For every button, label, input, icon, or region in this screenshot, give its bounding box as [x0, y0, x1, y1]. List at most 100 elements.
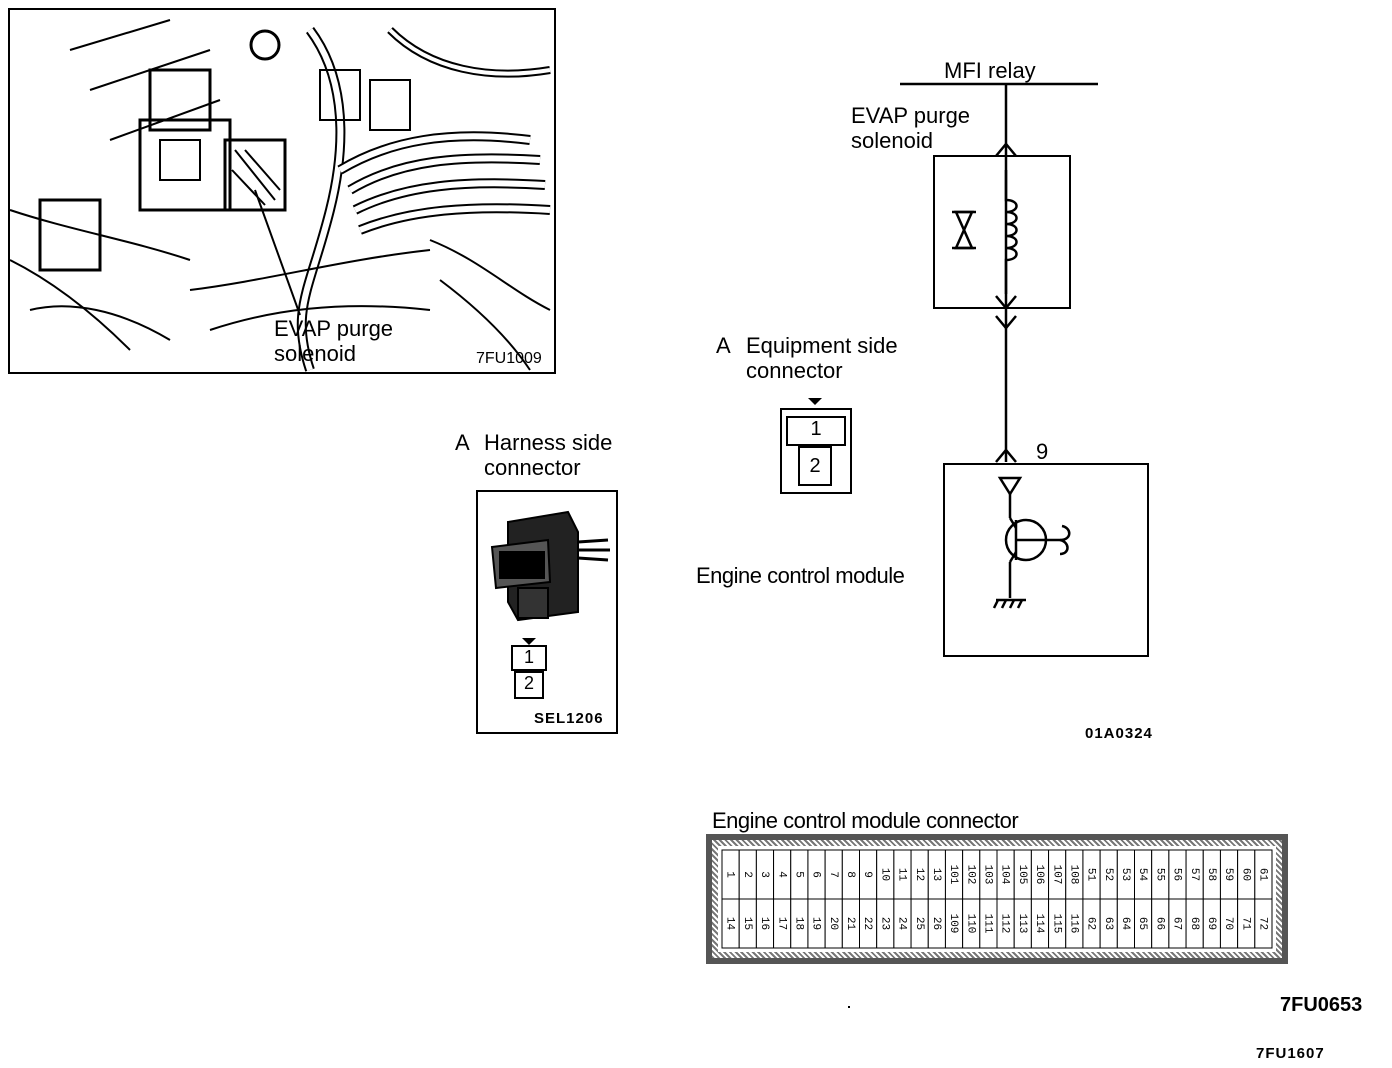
- ground-icon: [992, 598, 1026, 609]
- ecm-pin-label: 70: [1222, 917, 1234, 930]
- ecm-pin-label: 63: [1102, 917, 1114, 930]
- ecm-pin-label: 55: [1153, 868, 1165, 881]
- circuit-schematic: [900, 82, 1149, 657]
- ecm-pin-label: 108: [1067, 865, 1079, 885]
- valve-icon: [952, 210, 976, 250]
- ecm-pin-label: 4: [775, 871, 787, 878]
- equipment-pin-2: 2: [798, 446, 832, 486]
- ecm-pin-label: 110: [964, 914, 976, 934]
- ecm-pin-label: 52: [1102, 868, 1114, 881]
- solenoid-top-chevron: [995, 142, 1017, 157]
- ecm-pin-label: 21: [844, 917, 856, 931]
- ecm-pin-label: 2: [741, 871, 753, 878]
- solenoid-bottom-chevron: [995, 295, 1017, 310]
- ecm-pin-label: 8: [844, 871, 856, 878]
- ecm-internal-arrow: [997, 476, 1023, 497]
- ecm-input-chevron: [995, 448, 1017, 463]
- ecm-pin-label: 67: [1171, 917, 1183, 930]
- ecm-pin-label: 7: [827, 871, 839, 878]
- footer-code-2: 7FU1607: [1256, 1045, 1325, 1062]
- photo-label-line1: EVAP purge: [274, 316, 394, 341]
- ecm-pin-label: 69: [1205, 917, 1217, 930]
- ecm-pin-label: 56: [1171, 868, 1183, 881]
- ecm-pin-label: 5: [792, 871, 804, 878]
- harness-pin-1: 1: [511, 645, 547, 671]
- ecm-pin-label: 116: [1067, 914, 1079, 934]
- equipment-key-marker: [808, 398, 822, 405]
- ecm-pin-label: 19: [810, 917, 822, 930]
- photo-code: 7FU1009: [476, 350, 542, 367]
- ecm-pin-label: 71: [1239, 917, 1251, 931]
- harness-pin-2: 2: [514, 671, 544, 699]
- equipment-title-line1: Equipment side: [746, 333, 898, 358]
- ecm-pin-label: 15: [741, 917, 753, 930]
- ecm-connector-title: Engine control module connector: [712, 808, 1019, 833]
- ecm-pin-label: 18: [792, 917, 804, 930]
- ecm-pin-label: 13: [930, 868, 942, 881]
- ecm-pin-label: 102: [964, 865, 976, 885]
- ecm-pin-label: 72: [1257, 917, 1269, 930]
- ecm-pin-label: 54: [1136, 868, 1148, 882]
- ecm-pin-label: 26: [930, 917, 942, 930]
- ecm-pin-label: 22: [861, 917, 873, 930]
- ecm-pin-label: 17: [775, 917, 787, 930]
- ecm-pin-label: 53: [1119, 868, 1131, 881]
- harness-code: SEL1206: [534, 710, 604, 727]
- harness-title-letter: A: [455, 430, 470, 455]
- ecm-pin-label: 66: [1153, 917, 1165, 930]
- ecm-pin-label: 109: [947, 914, 959, 934]
- harness-title-line1: Harness side: [484, 430, 613, 455]
- ecm-pin-label: 11: [896, 868, 908, 882]
- ecm-pin-label: 16: [758, 917, 770, 930]
- ecm-pin-label: 24: [896, 917, 908, 931]
- ecm-pin-label: 23: [878, 917, 890, 930]
- harness-connector-illustration: [490, 510, 610, 622]
- ecm-pin-label: 104: [999, 865, 1011, 885]
- ecm-pin-label: 6: [810, 871, 822, 878]
- ecm-pin-label: 60: [1239, 868, 1251, 881]
- ecm-pin-label: 105: [1016, 865, 1028, 885]
- stray-dot: [848, 1006, 850, 1008]
- photo-label-line2: solenoid: [274, 341, 356, 366]
- ecm-pin-label: 106: [1033, 865, 1045, 885]
- ecm-label: Engine control module: [696, 563, 905, 588]
- ecm-pin-label: 113: [1016, 914, 1028, 934]
- ecm-pin-label: 10: [878, 868, 890, 881]
- ecm-pin-label: 114: [1033, 914, 1045, 934]
- ecm-pin-label: 101: [947, 865, 959, 885]
- solenoid-box: [933, 155, 1071, 309]
- equipment-title-line2: connector: [746, 358, 843, 383]
- ecm-pin-label: 61: [1257, 868, 1269, 882]
- circuit-code: 01A0324: [1085, 725, 1153, 742]
- ecm-pin-label: 64: [1119, 917, 1131, 931]
- ecm-pin-label: 9: [861, 871, 873, 878]
- equipment-title-letter: A: [716, 333, 731, 358]
- solenoid-coil-icon: [1004, 170, 1018, 294]
- ecm-pin-label: 107: [1050, 865, 1062, 885]
- ecm-pin-label: 103: [982, 865, 994, 885]
- ecm-pin-label: 57: [1188, 868, 1200, 881]
- ecm-pin-label: 59: [1222, 868, 1234, 881]
- solenoid-label-line1: EVAP purge: [851, 103, 971, 128]
- ecm-pin-label: 25: [913, 917, 925, 930]
- ecm-pin-label: 62: [1085, 917, 1097, 930]
- ecm-pin-label: 1: [724, 871, 736, 878]
- engine-photo-panel: EVAP purge solenoid 7FU1009: [8, 8, 556, 374]
- ecm-pin-label: 68: [1188, 917, 1200, 930]
- equipment-pin-1: 1: [786, 416, 846, 446]
- ecm-pin-label: 112: [999, 914, 1011, 934]
- ecm-pin-label: 3: [758, 871, 770, 878]
- solenoid-label-line2: solenoid: [851, 128, 933, 153]
- terminal-number: 9: [1036, 439, 1049, 464]
- engine-bay-illustration: [9, 19, 551, 372]
- footer-code-1: 7FU0653: [1280, 994, 1363, 1016]
- harness-key-marker: [522, 638, 536, 645]
- ecm-pin-label: 12: [913, 868, 925, 881]
- ecm-pin-label: 51: [1085, 868, 1097, 882]
- ecm-box: [943, 463, 1149, 657]
- ecm-pin-label: 14: [724, 917, 736, 931]
- ecm-pin-cell-bottom-72: [1254, 898, 1273, 949]
- ecm-pin-label: 115: [1050, 914, 1062, 934]
